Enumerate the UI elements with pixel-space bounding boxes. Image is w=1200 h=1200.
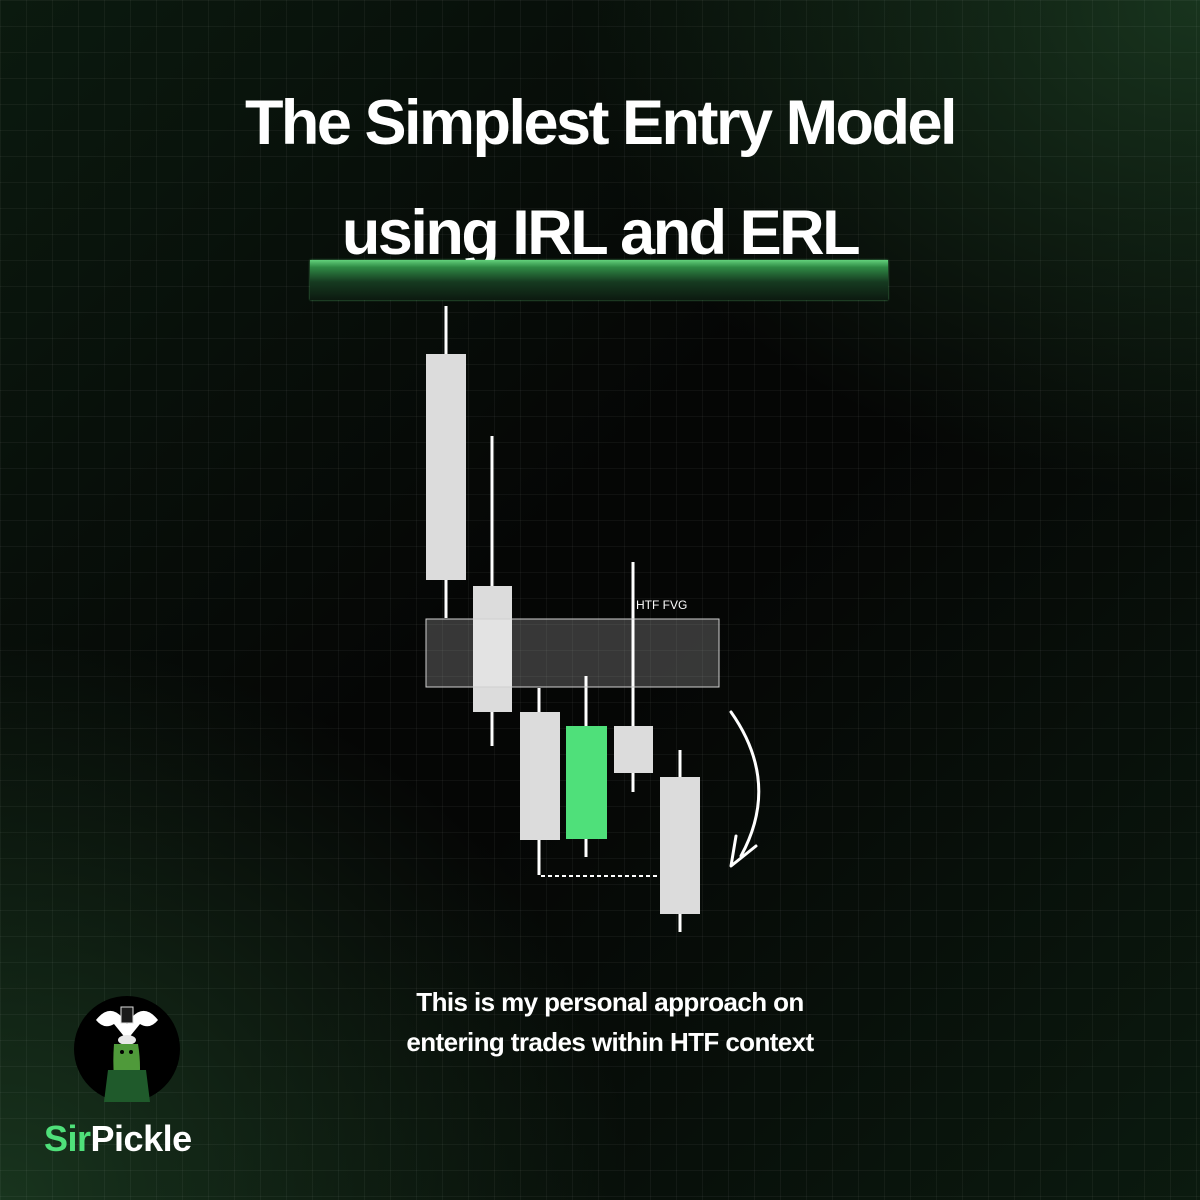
title-line-1: The Simplest Entry Model <box>244 88 958 158</box>
brand-name: SirPickle <box>44 1118 192 1160</box>
avatar-illustration <box>74 996 180 1102</box>
htf-fvg-label: HTF FVG <box>636 598 687 612</box>
subtitle-line-2: entering trades within HTF context <box>406 1027 814 1057</box>
title-line-2: using IRL and ERL <box>341 198 861 268</box>
candle-3 <box>520 688 560 875</box>
candle-5 <box>614 562 653 792</box>
candle-4-green <box>566 676 607 857</box>
curved-arrow-icon <box>729 710 761 868</box>
brand-second: Pickle <box>90 1118 193 1159</box>
brand-first: Sir <box>44 1118 91 1159</box>
subtitle-line-1: This is my personal approach on <box>416 987 804 1017</box>
candle-1 <box>426 306 466 618</box>
candle-2 <box>473 436 512 746</box>
title-highlight-bar <box>310 260 888 300</box>
candle-6 <box>660 750 700 932</box>
htf-fvg-zone <box>425 618 720 688</box>
